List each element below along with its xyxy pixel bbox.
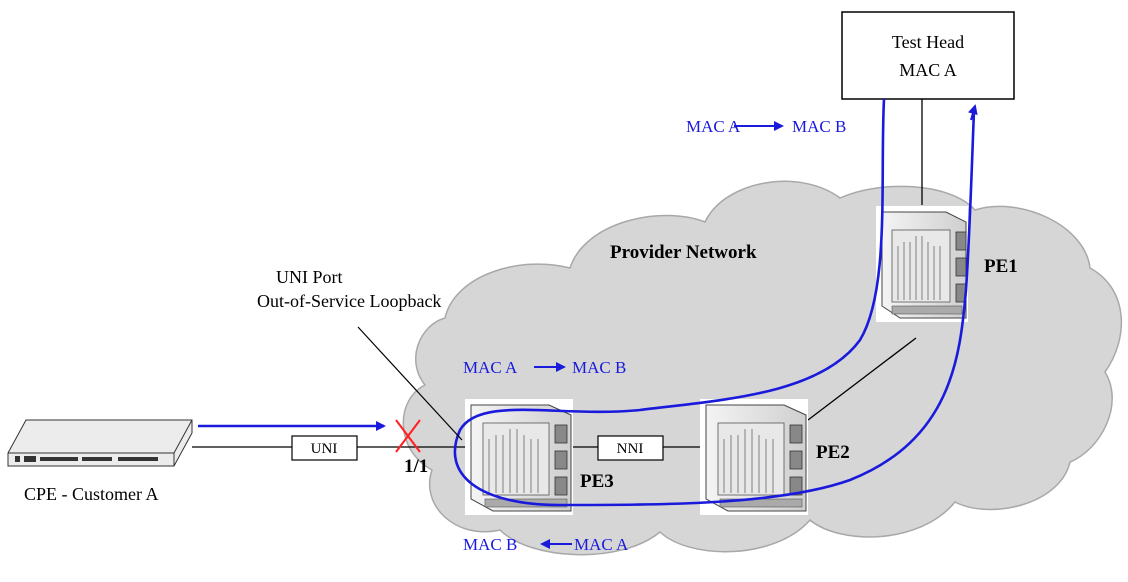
pe3-switch-icon — [465, 399, 573, 515]
uni-loopback-annotation: UNI Port Out-of-Service Loopback — [257, 267, 463, 441]
pe1-switch-icon — [876, 206, 968, 322]
return-arrowhead — [967, 104, 978, 121]
flow-bottom-src: MAC B — [463, 535, 517, 554]
nni-label: NNI — [617, 441, 644, 457]
flow-top-dst: MAC B — [792, 117, 846, 136]
flow-top-src: MAC A — [686, 117, 741, 136]
loopback-path — [453, 98, 976, 507]
annotation-pointer — [357, 326, 463, 441]
flow-middle-src: MAC A — [463, 358, 518, 377]
test-head-line1: Test Head — [892, 32, 964, 52]
test-head-line2: MAC A — [899, 60, 957, 80]
flow-label-bottom: MAC B MAC A — [463, 535, 629, 554]
blocked-x-icon — [395, 419, 421, 453]
nni-port-box: NNI — [597, 435, 664, 461]
pe3-label: PE3 — [580, 471, 614, 492]
link-pe2-pe1 — [807, 337, 917, 421]
uni-label: UNI — [311, 441, 338, 457]
pe2-label: PE2 — [816, 442, 850, 463]
flow-middle-dst: MAC B — [572, 358, 626, 377]
test-traffic-path — [198, 98, 978, 507]
flow-bottom-dst: MAC A — [574, 535, 629, 554]
pe2-switch-icon — [700, 399, 808, 515]
cpe-label: CPE - Customer A — [24, 484, 159, 504]
uni-annotation-line2: Out-of-Service Loopback — [257, 291, 441, 311]
port-1-1-label: 1/1 — [404, 456, 428, 477]
links — [192, 99, 923, 448]
test-head-box: Test Head MAC A — [841, 11, 1015, 100]
pe1-label: PE1 — [984, 256, 1018, 277]
provider-network-label: Provider Network — [610, 242, 757, 263]
uni-port-box: UNI — [291, 435, 358, 461]
cpe-switch-icon — [7, 419, 193, 467]
flow-label-top: MAC A MAC B — [686, 117, 846, 136]
uni-annotation-line1: UNI Port — [276, 267, 343, 287]
flow-label-middle: MAC A MAC B — [463, 358, 626, 377]
